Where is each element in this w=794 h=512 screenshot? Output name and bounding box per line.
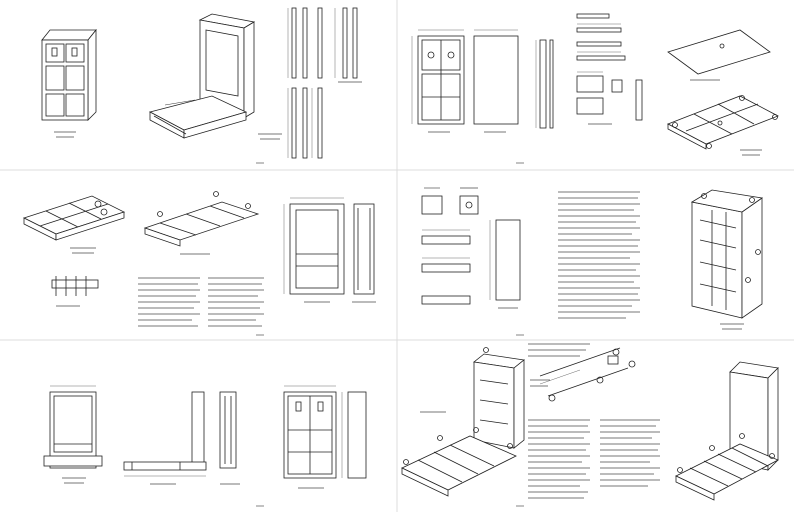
page-4-front-side-dimensioned: [411, 29, 554, 133]
page-5-door-part-details: [576, 13, 643, 125]
page-13-cabinet-with-bed: [401, 347, 550, 497]
page-14-hardware-and-text: [528, 343, 660, 499]
page-3-panel-parts: [287, 7, 362, 159]
page-11-elevations-with-bed: [43, 385, 240, 485]
page-15-cabinet-bed-lowered: [675, 361, 779, 501]
page-10-cabinet-framing-isometric: [690, 189, 764, 330]
page-9-parts-and-cut-list: [421, 187, 640, 319]
page-1-door-elevation: [41, 28, 97, 138]
page-12-front-side-elevations: [283, 385, 367, 489]
page-2-cabinet-isometric: [148, 13, 282, 140]
page-6-bed-frame-isometric: [667, 29, 779, 156]
page-numbers: [256, 162, 524, 507]
page-8-front-elevation: [283, 197, 376, 303]
page-7-bed-frame-assembly: [22, 191, 264, 327]
